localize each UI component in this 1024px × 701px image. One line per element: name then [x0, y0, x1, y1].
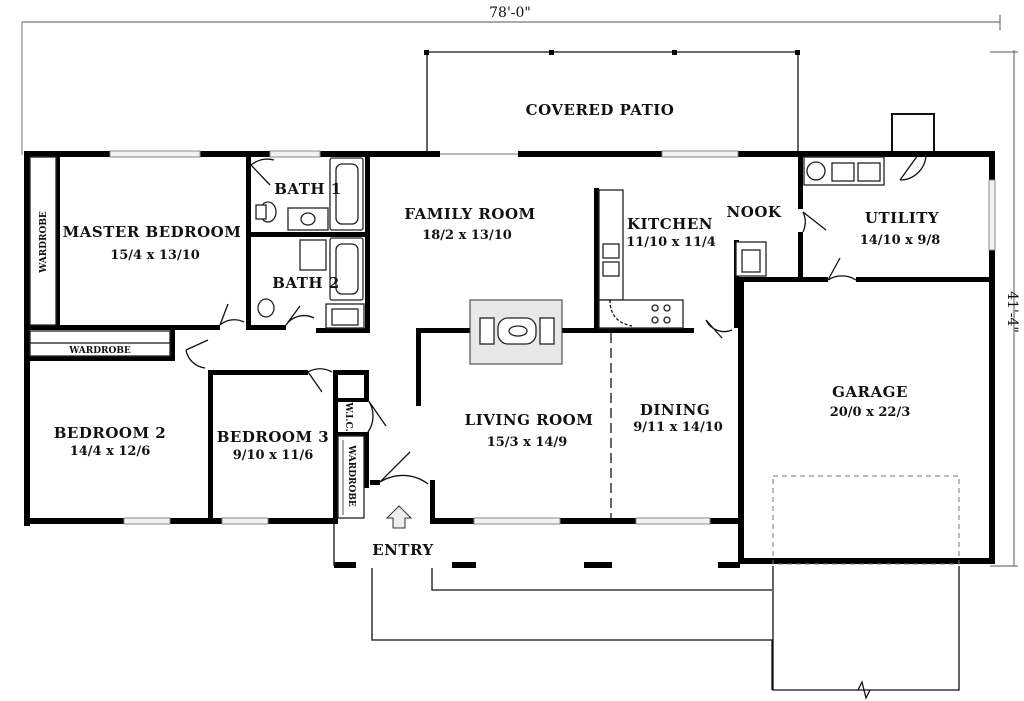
bath1-label: BATH 1 — [274, 180, 342, 198]
overall-depth-label: 41'-4" — [1004, 291, 1020, 333]
nook-label: NOOK — [727, 203, 782, 221]
utility-fixtures — [803, 156, 885, 186]
garage-label: GARAGE — [832, 383, 908, 401]
living-room-size: 15/3 x 14/9 — [487, 435, 568, 450]
driveway — [772, 475, 960, 700]
dining-size: 9/11 x 14/10 — [633, 420, 723, 435]
overall-width-dimension: 78'-0" — [21, 5, 1001, 155]
kitchen-size: 11/10 x 11/4 — [626, 235, 716, 250]
living-room-label: LIVING ROOM — [465, 411, 594, 429]
family-room-size: 18/2 x 13/10 — [422, 228, 512, 243]
windows — [109, 150, 996, 525]
bedroom3-label: BEDROOM 3 — [217, 428, 329, 446]
family-room-label: FAMILY ROOM — [404, 205, 535, 223]
bedroom2-size: 14/4 x 12/6 — [70, 444, 151, 459]
fireplace-island — [469, 299, 563, 365]
kitchen-counters — [598, 189, 767, 329]
interior-walls — [24, 113, 995, 524]
entry-arrow-icon — [385, 505, 413, 529]
bath2-fixtures — [257, 237, 365, 329]
master-bedroom-size: 15/4 x 13/10 — [110, 248, 200, 263]
wic-label: W.I.C. — [343, 401, 353, 431]
overall-depth-dimension: 41'-4" — [990, 50, 1020, 567]
doors — [185, 153, 927, 485]
covered-patio-label: COVERED PATIO — [526, 101, 675, 119]
entry-porch — [333, 505, 773, 690]
master-bedroom-label: MASTER BEDROOM — [63, 223, 242, 241]
exterior-walls — [24, 151, 995, 568]
bedroom2-label: BEDROOM 2 — [54, 424, 166, 442]
dining-label: DINING — [640, 401, 710, 419]
overall-width-label: 78'-0" — [489, 5, 531, 21]
kitchen-label: KITCHEN — [627, 215, 713, 233]
room-labels: COVERED PATIO MASTER BEDROOM 15/4 x 13/1… — [39, 101, 940, 559]
entry-label: ENTRY — [372, 541, 434, 559]
bath1-fixtures — [255, 157, 364, 231]
bath2-label: BATH 2 — [272, 274, 340, 292]
wardrobe-bed2-label: WARDROBE — [68, 346, 131, 356]
wardrobe-master-label: WARDROBE — [39, 211, 49, 274]
covered-patio-outline — [424, 50, 800, 155]
utility-label: UTILITY — [865, 209, 939, 227]
bedroom3-size: 9/10 x 11/6 — [233, 448, 314, 463]
utility-size: 14/10 x 9/8 — [860, 233, 941, 248]
garage-size: 20/0 x 22/3 — [830, 405, 911, 420]
wardrobes — [29, 156, 365, 519]
wardrobe-bed3-label: WARDROBE — [346, 444, 356, 507]
